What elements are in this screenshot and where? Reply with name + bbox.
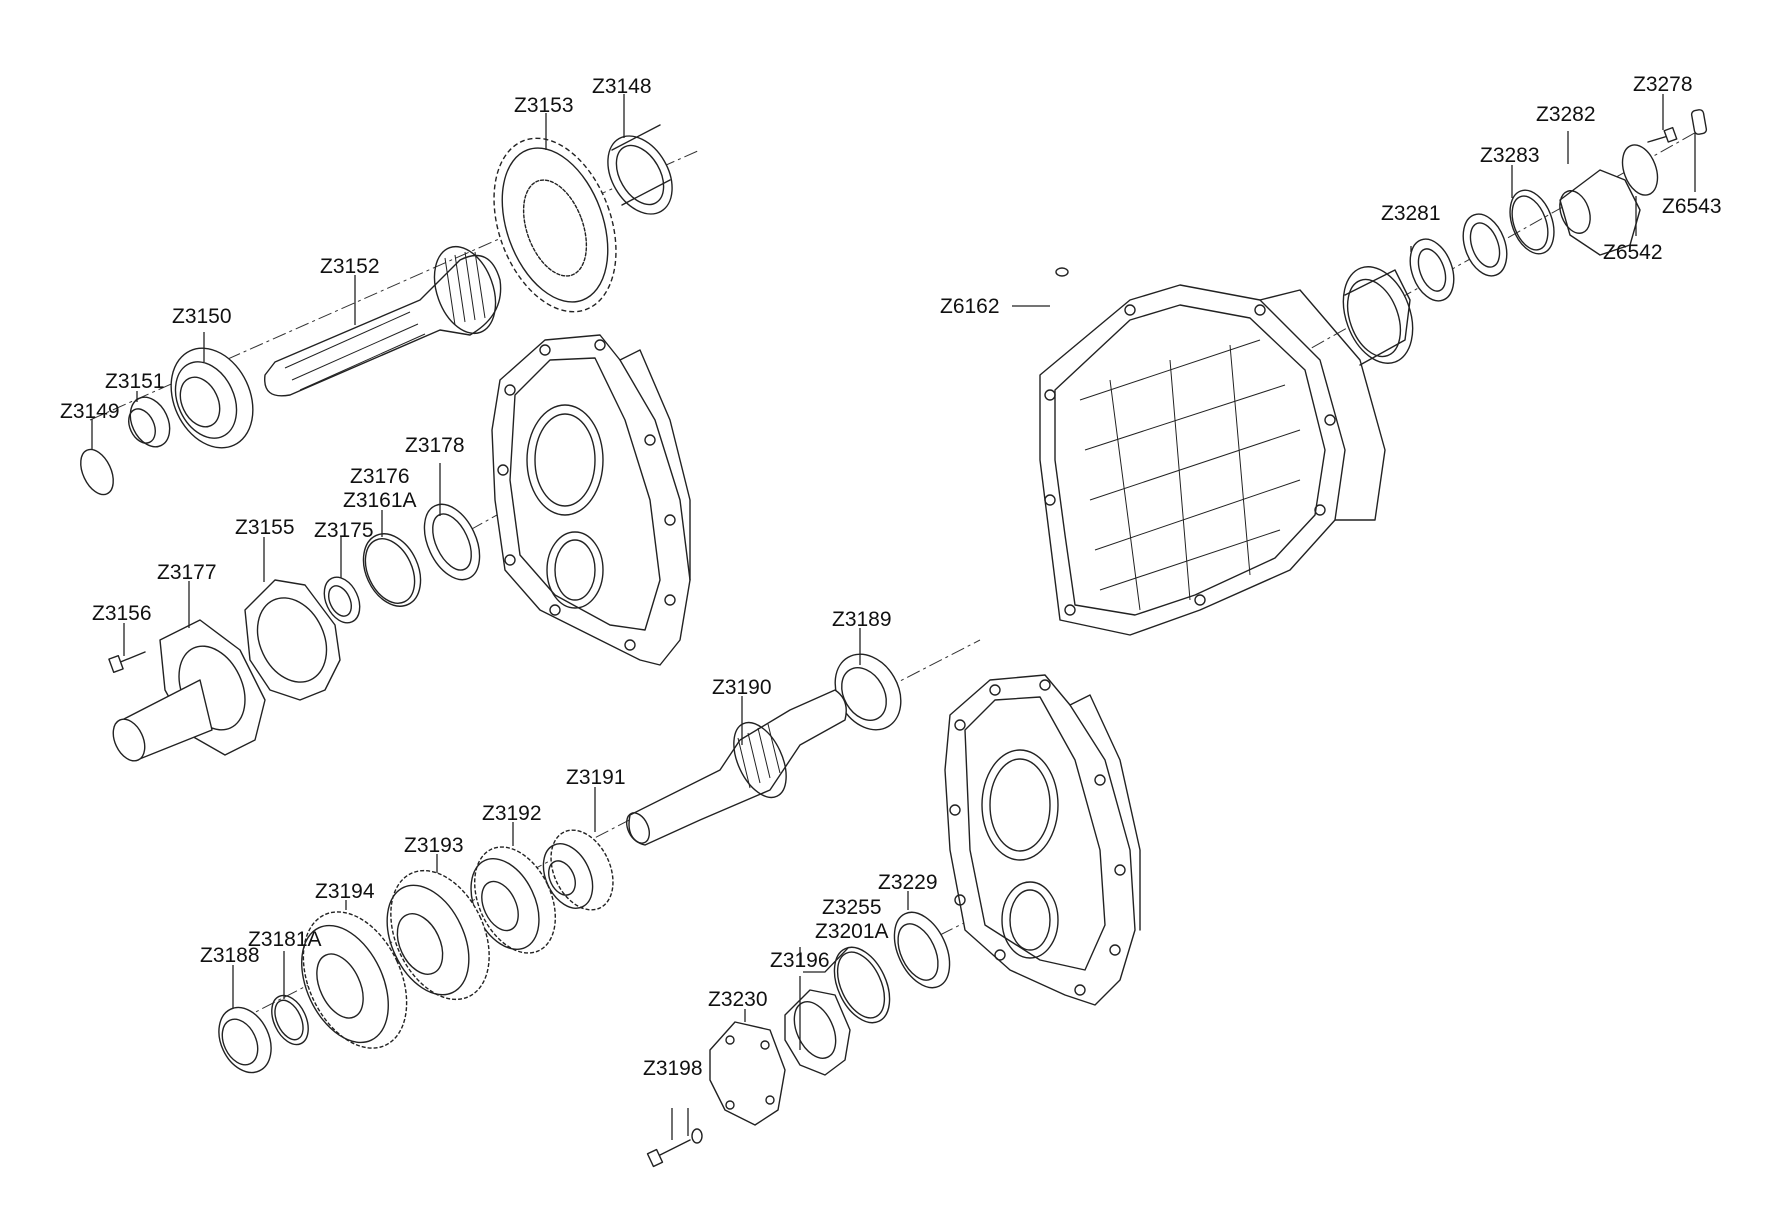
main-gearbox-housing bbox=[1039, 284, 1386, 636]
label-z3278: Z3278 bbox=[1633, 73, 1693, 96]
label-z6162: Z6162 bbox=[940, 295, 1000, 318]
gear-z3193 bbox=[386, 869, 490, 1001]
label-z3282: Z3282 bbox=[1536, 103, 1596, 126]
snap-ring-z3149 bbox=[80, 448, 114, 496]
intermediate-housing-lower bbox=[944, 674, 1141, 1006]
bearing-ring-z3148 bbox=[607, 124, 673, 215]
label-z3178: Z3178 bbox=[405, 434, 465, 457]
label-z6543: Z6543 bbox=[1662, 195, 1722, 218]
label-z3194: Z3194 bbox=[315, 880, 375, 903]
bushing-z3175 bbox=[323, 576, 361, 624]
label-z3150: Z3150 bbox=[172, 305, 232, 328]
flange-z3282 bbox=[1559, 169, 1641, 256]
label-z3161a: Z3161A bbox=[343, 489, 417, 512]
bolt-z3278 bbox=[1647, 126, 1678, 143]
label-z3156: Z3156 bbox=[92, 602, 152, 625]
lock-plate-z6543 bbox=[1690, 109, 1708, 135]
bolt-z3198 bbox=[646, 1128, 703, 1168]
label-z3148: Z3148 bbox=[592, 75, 652, 98]
label-z3189: Z3189 bbox=[832, 608, 892, 631]
label-z3191: Z3191 bbox=[566, 766, 626, 789]
countershaft-z3190 bbox=[625, 689, 847, 846]
gasket-z3155 bbox=[244, 579, 341, 701]
cover-plate-z3230 bbox=[709, 1021, 786, 1126]
shim-z3201a bbox=[833, 946, 891, 1024]
bearing-cover-z3177 bbox=[112, 619, 266, 762]
large-gear-z3153 bbox=[493, 137, 617, 313]
ball-bearing-z3150 bbox=[170, 347, 254, 449]
plate-z6542 bbox=[1621, 144, 1659, 196]
label-z3196: Z3196 bbox=[770, 949, 830, 972]
gear-z3194 bbox=[301, 911, 408, 1049]
label-z3153: Z3153 bbox=[514, 94, 574, 117]
label-z3190: Z3190 bbox=[712, 676, 772, 699]
label-z3230: Z3230 bbox=[708, 988, 768, 1011]
input-shaft-z3152 bbox=[264, 245, 502, 397]
label-z3229: Z3229 bbox=[878, 871, 938, 894]
label-z3181a: Z3181A bbox=[248, 928, 322, 951]
label-z6542: Z6542 bbox=[1603, 241, 1663, 264]
label-z3193: Z3193 bbox=[404, 834, 464, 857]
bearing-z3189 bbox=[834, 653, 902, 731]
shim-z3161a bbox=[362, 533, 422, 607]
ring-z3283-a bbox=[1462, 213, 1508, 277]
part-drawings bbox=[80, 109, 1708, 1168]
label-z3198: Z3198 bbox=[643, 1057, 703, 1080]
ring-z3181a bbox=[271, 994, 309, 1046]
gasket-z3196 bbox=[784, 989, 851, 1076]
label-z3177: Z3177 bbox=[157, 561, 217, 584]
label-z3255: Z3255 bbox=[822, 896, 882, 919]
label-z3155: Z3155 bbox=[235, 516, 295, 539]
label-z3281: Z3281 bbox=[1381, 202, 1441, 225]
cover-axis-2 bbox=[939, 899, 1011, 936]
washer-z6162 bbox=[1055, 267, 1069, 277]
label-z3151: Z3151 bbox=[105, 370, 165, 393]
label-z3176: Z3176 bbox=[350, 465, 410, 488]
label-z3192: Z3192 bbox=[482, 802, 542, 825]
label-z3149: Z3149 bbox=[60, 400, 120, 423]
part-labels: Z3148 Z3153 Z3152 Z3150 Z3151 Z3149 Z317… bbox=[60, 73, 1722, 1080]
nut-z3281 bbox=[1409, 238, 1455, 302]
seal-z3283 bbox=[1509, 189, 1555, 255]
label-z3175: Z3175 bbox=[314, 519, 374, 542]
bearing-housing-right bbox=[1342, 266, 1414, 366]
label-z3188: Z3188 bbox=[200, 944, 260, 967]
sleeve-z3151 bbox=[128, 396, 171, 448]
ring-z3229 bbox=[893, 911, 951, 989]
label-z3201a: Z3201A bbox=[815, 920, 889, 943]
label-z3152: Z3152 bbox=[320, 255, 380, 278]
label-z3283: Z3283 bbox=[1480, 144, 1540, 167]
bolt-z3156 bbox=[108, 651, 146, 673]
bearing-z3188 bbox=[218, 1006, 272, 1074]
seal-ring-z3178 bbox=[423, 503, 481, 581]
leader-lines bbox=[91, 94, 1696, 1140]
intermediate-housing-upper bbox=[491, 334, 691, 666]
